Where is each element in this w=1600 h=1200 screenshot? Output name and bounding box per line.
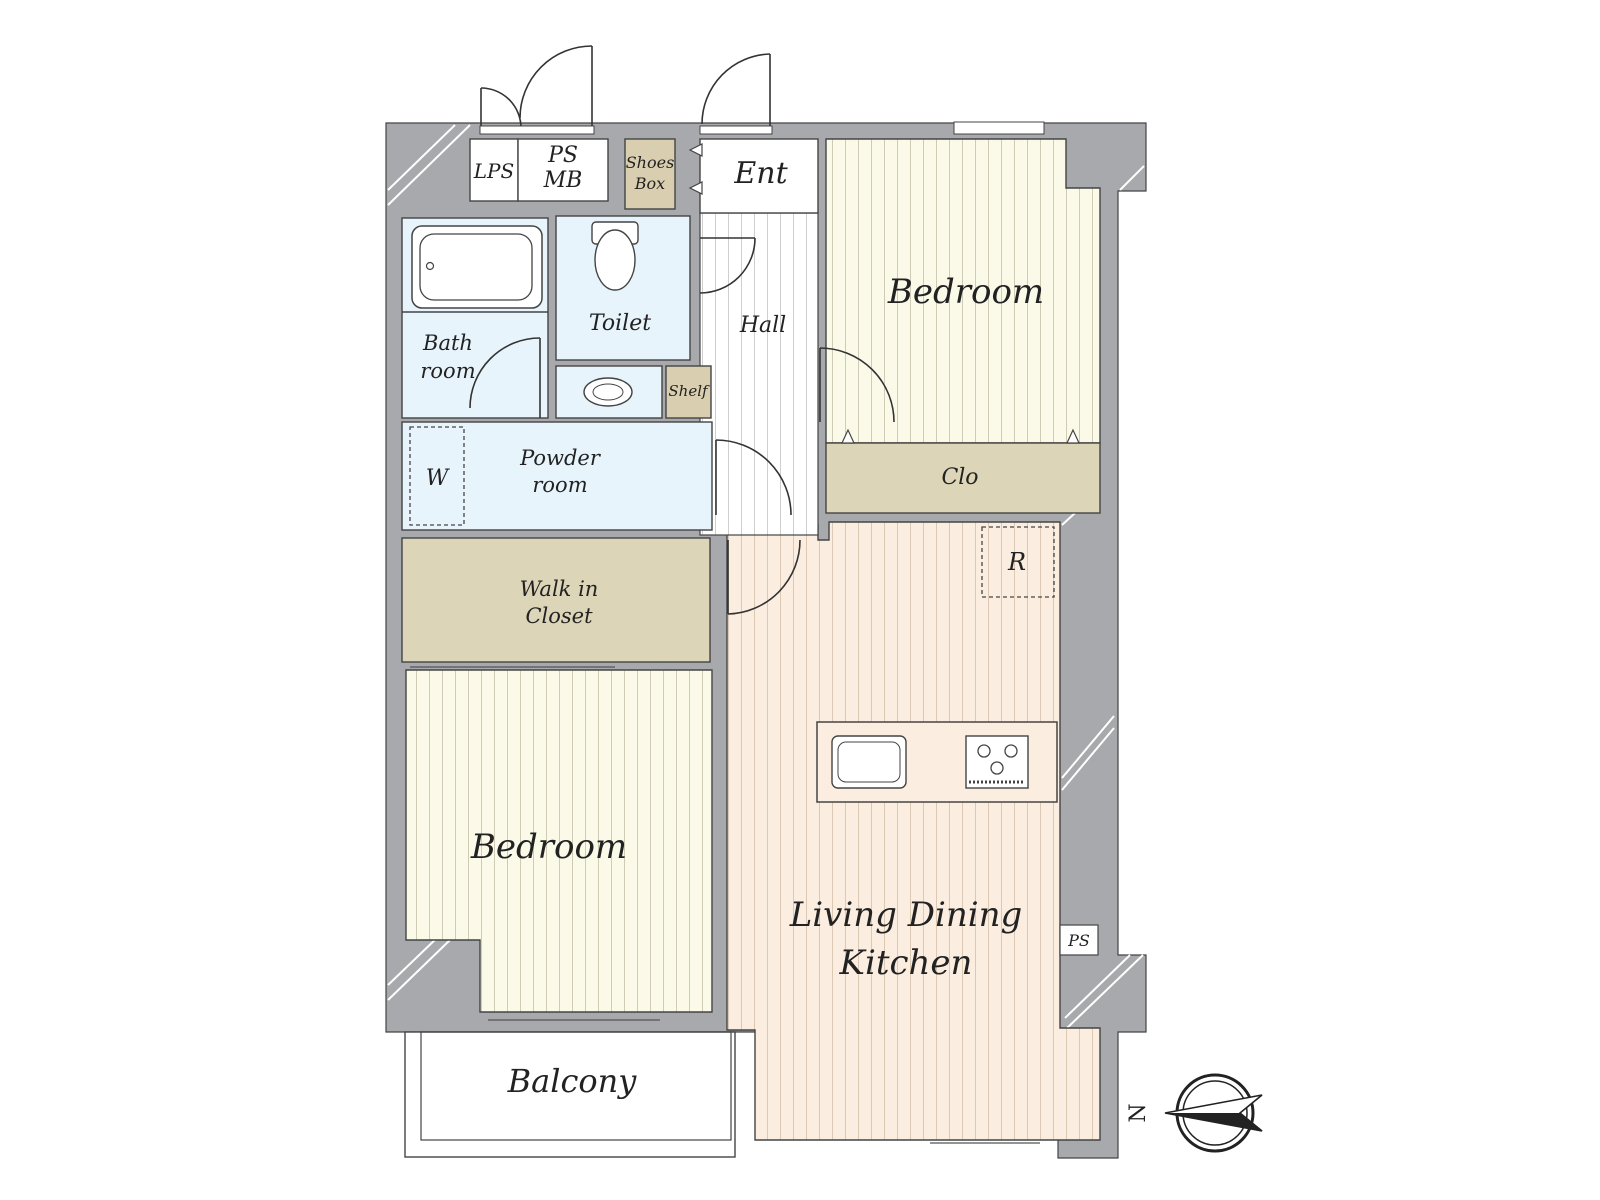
label-entrance: Ent <box>733 156 788 191</box>
toilet-bowl-icon <box>591 221 639 291</box>
powder-room-floor <box>401 421 713 531</box>
shoes-box <box>624 138 676 210</box>
label-bath: Bath <box>422 331 473 355</box>
label-powder: Powder <box>519 446 602 470</box>
label-box: Box <box>634 174 665 193</box>
label-walk-in: Walk in <box>520 577 599 601</box>
compass-north-arrow-icon: N <box>1126 1073 1263 1153</box>
walk-in-closet-floor <box>401 537 711 663</box>
ldk-floor <box>726 521 1101 1141</box>
label-refrigerator: R <box>1007 548 1026 576</box>
refrigerator-space <box>981 526 1055 598</box>
label-bedroom-upper: Bedroom <box>887 272 1044 312</box>
label-closet: Closet <box>525 604 593 628</box>
shelf-box <box>665 365 712 419</box>
washer-space <box>409 426 465 526</box>
label-washer: W <box>426 466 451 491</box>
doors <box>410 45 1080 1144</box>
label-hall: Hall <box>739 313 786 338</box>
label-kitchen: Kitchen <box>839 943 973 983</box>
entrance-floor <box>699 138 819 214</box>
ps-mb-box <box>517 138 609 202</box>
wash-basin-icon <box>583 377 633 407</box>
bathtub-icon <box>411 225 543 309</box>
ps-small-box <box>1059 924 1099 956</box>
label-balcony: Balcony <box>507 1062 638 1100</box>
label-closet-small: Clo <box>941 465 978 490</box>
label-powder-room: room <box>532 473 587 497</box>
hall-floor <box>699 212 819 536</box>
label-toilet: Toilet <box>589 311 651 336</box>
label-mb: MB <box>543 168 583 193</box>
label-ps: PS <box>547 143 578 168</box>
kitchen-counter <box>816 721 1058 803</box>
label-shelf: Shelf <box>668 382 710 400</box>
label-bath-room: room <box>420 359 475 383</box>
label-bedroom-lower: Bedroom <box>470 827 627 867</box>
balcony-floor <box>404 1031 736 1158</box>
closet-small-floor <box>825 442 1101 514</box>
label-living-dining: Living Dining <box>789 895 1023 935</box>
label-ps-small: PS <box>1067 931 1090 950</box>
compass-north-label: N <box>1126 1103 1151 1122</box>
lps-box <box>469 138 519 202</box>
label-lps: LPS <box>473 159 514 183</box>
label-shoes: Shoes <box>626 153 675 172</box>
